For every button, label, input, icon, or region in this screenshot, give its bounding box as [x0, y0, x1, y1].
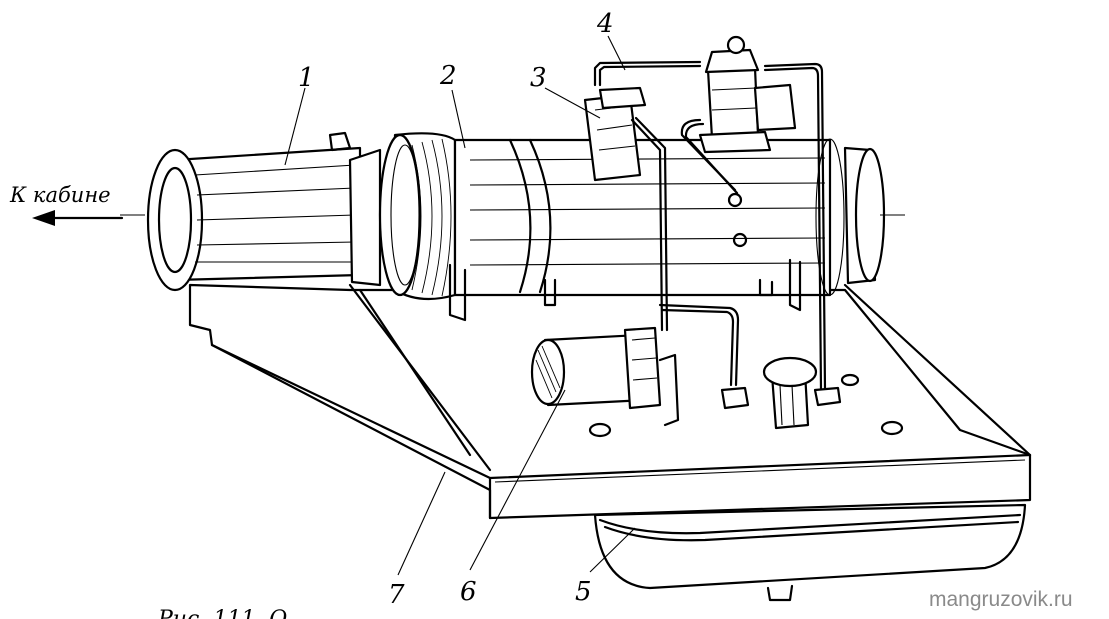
callout-2: 2: [439, 61, 457, 91]
plate-fittings: [588, 356, 904, 438]
electric-motor: [530, 326, 680, 427]
heater-body: [348, 132, 886, 322]
callout-4: 4: [596, 9, 614, 39]
fuel-lines: [593, 60, 827, 392]
axis-and-arrow: [32, 210, 905, 226]
nozzle-unit: [583, 86, 647, 182]
arrow-head-icon: [32, 210, 55, 226]
callout-7: 7: [388, 580, 405, 610]
direction-label: К кабине: [9, 183, 111, 207]
fuel-tank: [593, 503, 1027, 602]
callout-6: 6: [460, 577, 477, 607]
figure-caption: Рис. 111. О: [157, 607, 287, 619]
leader-lines: [284, 35, 636, 576]
callout-1: 1: [298, 63, 315, 93]
watermark: mangruzovik.ru: [929, 588, 1073, 611]
intake-tube: [146, 131, 362, 292]
fuel-pump: [698, 35, 797, 154]
callout-5: 5: [575, 577, 592, 607]
callout-3: 3: [530, 63, 547, 93]
